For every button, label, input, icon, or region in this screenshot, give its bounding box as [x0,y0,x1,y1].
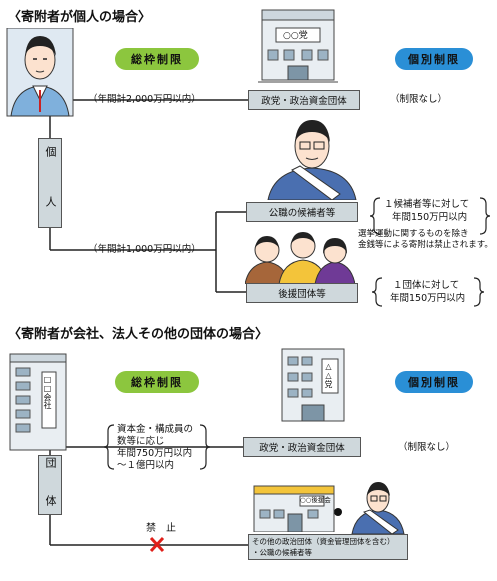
party-box-1: 政党・政治資金団体 [248,90,360,110]
party-limit-text-2: （制限なし） [398,442,456,453]
note-line1: 選挙運動に関するものを除き [358,229,469,239]
prohibited-x-icon [149,536,165,553]
candidate-limit-line2: 年間150万円以内 [392,212,468,223]
candidate-icon-2 [351,482,405,534]
org-limit-line2: 数等に応じ [117,436,165,447]
donor-label-individual: 個 人 [44,145,57,221]
candidate-box: 公職の候補者等 [246,202,358,222]
party-sign-2: △△党 [324,362,333,388]
section2-title: 〈寄附者が会社、法人その他の団体の場合〉 [8,327,269,342]
support-group-box: 後援団体等 [246,283,358,303]
businessman-icon [6,28,74,117]
org-limit-line4: ～１億円以内 [117,460,175,471]
donor-box-organization: 団 体 [38,455,62,515]
section1-title: 〈寄附者が個人の場合〉 [8,10,152,25]
total-limit-pill-2: 総枠制限 [115,371,199,393]
org-limit-line3: 年間750万円以内 [117,448,193,459]
party-limit-text-1: （制限なし） [390,94,448,105]
bullet-dot-icon [334,508,342,516]
party-building-sign: ○○党 [283,31,308,41]
supporters-group-icon [245,232,355,284]
org-limit-line1: 資本金・構成員の [117,424,194,435]
candidate-limit-line1: １候補者等に対して [384,199,470,210]
other-groups-line2: ・公職の候補者等 [252,548,312,557]
total-limit-pill-1: 総枠制限 [115,48,199,70]
party-building-icon-2 [281,348,345,422]
party-box-2: 政党・政治資金団体 [243,437,361,457]
donor-box-individual: 個 人 [38,138,62,228]
company-sign: □□会社 [43,375,52,409]
other-groups-box: その他の政治団体（資金管理団体を含む） ・公職の候補者等 [248,534,408,560]
note-line2: 金銭等による寄附は禁止されます。 [358,240,493,250]
donor-label-organization: 団 体 [44,456,57,514]
individual-limit-pill-1: 個別制限 [395,48,473,70]
support-limit-line2: 年間150万円以内 [390,293,466,304]
support-association-sign: ○○後援会 [300,496,331,504]
limit-2000-text: （年間計2,000万円以内） [88,94,201,105]
individual-limit-pill-2: 個別制限 [395,371,473,393]
company-building-icon [9,353,67,451]
support-limit-line1: １団体に対して [393,280,460,291]
candidate-icon [267,120,357,200]
other-groups-line1: その他の政治団体（資金管理団体を含む） [252,537,395,546]
support-association-building-icon [253,485,335,532]
party-building-icon [258,9,338,83]
limit-1000-text: （年間計1,000万円以内） [88,244,201,255]
prohibited-label: 禁 止 [146,523,176,534]
